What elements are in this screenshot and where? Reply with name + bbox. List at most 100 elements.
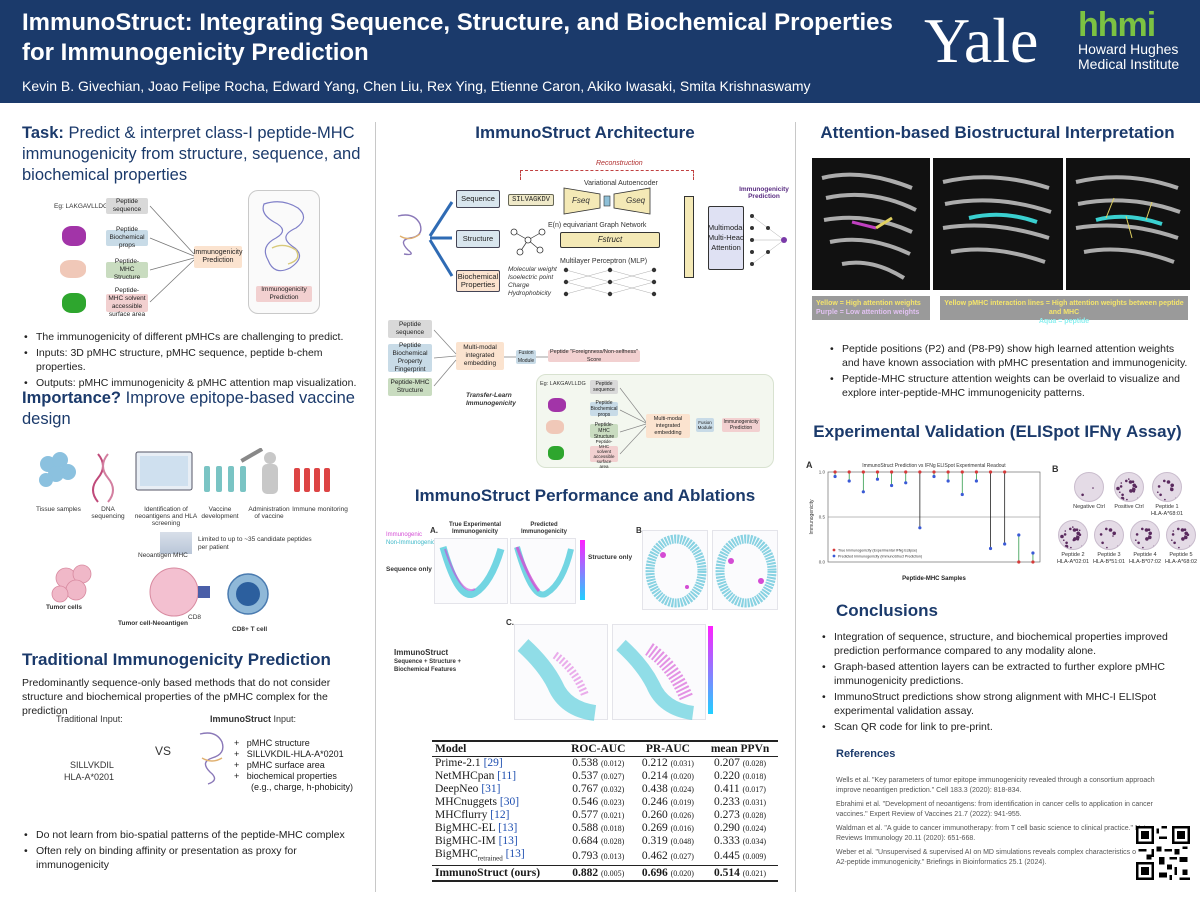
attention-structure-2 [933, 158, 1063, 290]
roc-value: 0.793 [572, 850, 599, 863]
is-item-text: pMHC structure [246, 738, 310, 748]
references-list: Wells et al. "Key parameters of tumor ep… [836, 776, 1166, 872]
table-cell-pr: 0.212 (0.031) [634, 757, 702, 771]
molecule-icon-purple [62, 226, 86, 246]
poster-title: ImmunoStruct: Integrating Sequence, Stru… [22, 9, 893, 66]
true-point [974, 470, 978, 474]
table-row: MHCnuggets [30]0.546 (0.023)0.246 (0.019… [432, 796, 778, 809]
traditional-bullet: Often rely on binding affinity or presen… [22, 844, 372, 872]
task-arrows [149, 205, 195, 303]
true-point [960, 470, 964, 474]
model-ref: [12] [490, 809, 510, 821]
seq-only-label: Sequence only [386, 566, 432, 573]
ppv-value: 0.220 [714, 770, 740, 782]
elispot-well [1166, 520, 1196, 550]
pred-point [875, 477, 880, 481]
tl-inner-seq: Eg: LAKGAVLLDG [540, 381, 586, 387]
well-label-name: Positive Ctrl [1114, 504, 1144, 510]
table-header: ROC-AUC [562, 740, 634, 757]
pr-value: 0.260 [641, 809, 668, 821]
elispot-well [1074, 472, 1104, 502]
workflow-step: Tissue samples [36, 506, 81, 513]
model-ref: [29] [483, 757, 503, 769]
umap-title-true: True Experimental Immunogenicity [448, 522, 502, 535]
well-label-sub: HLA-B*07:02 [1128, 559, 1162, 565]
ppv-value: 0.273 [714, 809, 740, 821]
true-point [847, 470, 851, 474]
results-table: Model ROC-AUC PR-AUC mean PPVn Prime-2.1… [432, 740, 778, 883]
colorbar-a [580, 540, 585, 600]
model-name: BigMHC [435, 848, 478, 860]
umap-full-true [514, 624, 608, 721]
qr-code[interactable] [1136, 826, 1190, 880]
table-cell-model: NetMHCpan [11] [432, 770, 563, 783]
legend-immunogenic: Immunogenic [386, 532, 423, 538]
table-cell-roc: 0.537 (0.027) [563, 770, 634, 783]
hhmi-line1: Howard Hughes [1078, 41, 1179, 57]
pr-sd: (0.026) [670, 811, 694, 820]
y-tick-label: 0.5 [819, 515, 826, 520]
table-header: Model [432, 740, 563, 757]
table-cell-pr: 0.269 (0.016) [634, 822, 702, 835]
table-cell-roc: 0.546 (0.023) [563, 796, 634, 809]
limit-text: Limited to up to ~35 candidate peptides … [198, 536, 312, 551]
pred-point [861, 490, 865, 494]
is-input-bold: ImmunoStruct [210, 714, 272, 724]
is-input-label: ImmunoStruct Input: [210, 714, 296, 724]
is-protein-icon [199, 732, 224, 785]
ppv-sd: (0.031) [742, 798, 767, 807]
protein-structure-image [262, 201, 305, 272]
table-row: BigMHC-EL [13]0.588 (0.018)0.269 (0.016)… [432, 822, 778, 835]
task-heading: Task: Predict & interpret class-I peptid… [22, 123, 367, 186]
conclusion-bullet: Scan QR code for link to pre-print. [820, 720, 1190, 734]
mlp-label: Multilayer Perceptron (MLP) [560, 258, 648, 265]
ppv-sd: (0.034) [742, 837, 767, 846]
roc-sd: (0.018) [600, 824, 625, 833]
table-header: mean PPVn [702, 740, 778, 757]
chart-xlabel: Peptide-MHC Samples [902, 576, 966, 582]
table-cell-model: ImmunoStruct (ours) [432, 865, 563, 883]
f-struct-box: Fstruct [560, 232, 660, 248]
ppv-value: 0.514 [714, 867, 740, 880]
trad-hla: HLA-A*0201 [64, 772, 115, 782]
legend-non-immunogenic: Non-Immunogenic [386, 540, 436, 546]
roc-sd: (0.005) [600, 869, 625, 879]
hhmi-logo: hhmi Howard Hughes Medical Institute [1078, 8, 1196, 72]
validation-panel-b: B [1052, 464, 1059, 474]
references-heading: References [836, 748, 896, 760]
table-cell-ppv: 0.514 (0.021) [702, 865, 778, 883]
roc-sd: (0.021) [600, 811, 625, 820]
arch-input-structure: Structure [456, 230, 500, 248]
model-ref: [31] [481, 783, 501, 795]
well-spots [1116, 478, 1139, 501]
model-ref: [11] [497, 770, 517, 782]
well-spots [1135, 527, 1155, 549]
is-input-item: + SILLVKDIL-HLA-A*0201 [234, 749, 353, 760]
table-cell-pr: 0.319 (0.048) [634, 835, 702, 848]
reconstruction-line [520, 170, 694, 180]
pred-point [833, 474, 837, 479]
workflow-step: DNA sequencing [91, 506, 125, 520]
table-cell-model: MHCnuggets [30] [432, 796, 563, 809]
table-header: PR-AUC [633, 740, 703, 757]
well-spots [1171, 527, 1191, 549]
molecule-icon-stick [546, 420, 564, 434]
input-protein-image [397, 214, 422, 256]
molecule-icon-purple [548, 398, 566, 412]
bio-prop: Charge [508, 282, 530, 289]
is-input-item: (e.g., charge, h-phobicity) [234, 782, 353, 793]
is-item-text: pMHC surface area [246, 760, 325, 770]
f-seq-label: Fseq [572, 196, 590, 205]
umap-seq-pred [510, 538, 576, 604]
roc-value: 0.546 [572, 796, 599, 808]
input-arrows [428, 201, 454, 277]
chart-ylabel: Immunogenicity [809, 499, 815, 535]
arch-input-sequence: Sequence [456, 190, 500, 208]
pred-point [904, 481, 908, 485]
legend1-line: Yellow = High attention weights [816, 300, 921, 307]
task-text: Predict & interpret class-I peptide-MHC … [22, 124, 361, 184]
attention-box: Multimodal Multi-Head Attention [708, 206, 744, 270]
model-ref: [13] [505, 848, 525, 860]
cell-label-tcell: CD8+ T cell [232, 626, 268, 633]
legend1-line: Purple = Low attention weights [816, 309, 920, 316]
